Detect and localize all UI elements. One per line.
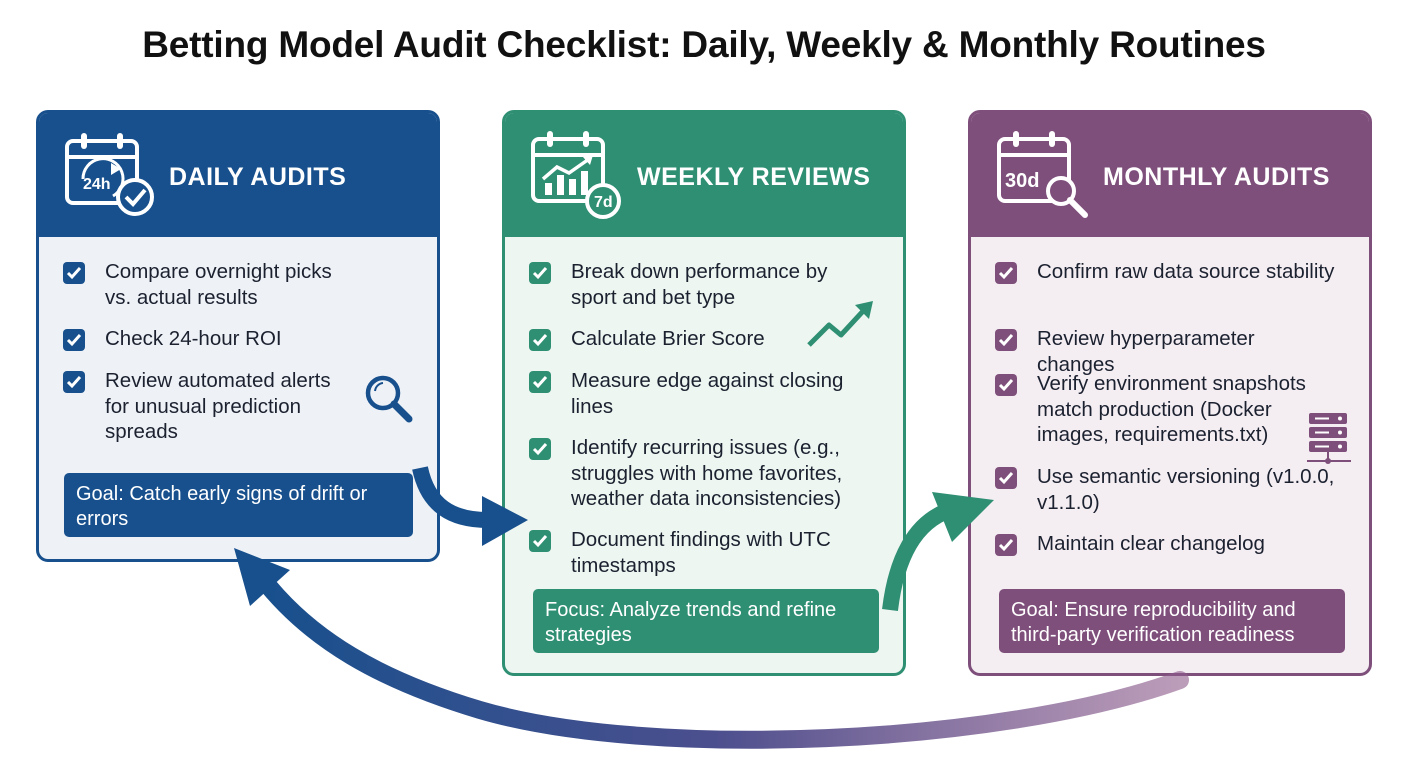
checkbox-checked-icon — [995, 374, 1017, 396]
monthly-checklist-item-text: Review hyperparameter changes — [1037, 327, 1255, 376]
checkbox-checked-icon — [995, 467, 1017, 489]
arrow-head-daily-to-weekly — [482, 496, 528, 546]
checkbox-checked-icon — [995, 329, 1017, 351]
monthly-goal: Goal: Ensure reproducibility and third-p… — [999, 589, 1345, 653]
calendar-30d-magnifier-icon: 30d — [997, 131, 1088, 218]
checkbox-checked-icon — [995, 534, 1017, 556]
monthly-badge: 30d — [1005, 170, 1039, 192]
checkbox-checked-icon — [63, 371, 85, 393]
checkbox-checked-icon — [529, 438, 551, 460]
weekly-reviews-card: 7d WEEKLY REVIEWS Break down performance… — [502, 110, 906, 676]
server-stack-icon — [1307, 413, 1351, 464]
monthly-audits-card: 30d MONTHLY AUDITS Confirm raw data sour… — [968, 110, 1372, 676]
checkbox-checked-icon — [63, 262, 85, 284]
monthly-checklist-item-text: Verify environment snapshots match produ… — [1037, 372, 1306, 446]
magnifier-icon — [365, 375, 413, 423]
daily-goal: Goal: Catch early signs of drift or erro… — [64, 473, 413, 537]
monthly-checklist-item-text: Maintain clear changelog — [1037, 532, 1265, 555]
page-title: Betting Model Audit Checklist: Daily, We… — [142, 24, 1266, 65]
monthly-header: 30d MONTHLY AUDITS — [971, 113, 1369, 237]
daily-badge: 24h — [83, 176, 111, 193]
checkbox-checked-icon — [995, 262, 1017, 284]
weekly-badge: 7d — [594, 194, 613, 211]
monthly-checklist-item-text: Confirm raw data source stability — [1037, 260, 1335, 283]
weekly-checklist-item-text: Break down performance by sport and bet … — [571, 260, 828, 309]
calendar-chart-7d-icon: 7d — [531, 131, 621, 219]
weekly-checklist-item-text: Measure edge against closing lines — [571, 369, 844, 418]
daily-checklist-item-text: Review automated alerts for unusual pred… — [105, 369, 331, 443]
daily-checklist-item-text: Check 24-hour ROI — [105, 327, 282, 350]
checkbox-checked-icon — [63, 329, 85, 351]
arrow-daily-to-weekly — [412, 466, 489, 528]
monthly-header-title: MONTHLY AUDITS — [1103, 163, 1330, 191]
weekly-checklist-item-text: Document findings with UTC timestamps — [571, 528, 831, 577]
arrow-head-weekly-to-monthly — [932, 492, 994, 542]
monthly-checklist-item-text: Use semantic versioning (v1.0.0, v1.1.0) — [1037, 465, 1335, 514]
arrow-head-monthly-to-daily — [234, 548, 290, 606]
weekly-checklist-item-text: Calculate Brier Score — [571, 327, 765, 350]
weekly-checklist-item-text: Identify recurring issues (e.g., struggl… — [571, 436, 843, 510]
daily-audits-card: 24h DAILY AUDITS Compare overnight picks… — [36, 110, 440, 562]
calendar-24h-check-icon: 24h — [65, 133, 154, 216]
trend-up-arrow-icon — [807, 301, 873, 347]
weekly-header-title: WEEKLY REVIEWS — [637, 163, 871, 191]
arrow-weekly-to-monthly — [882, 502, 953, 611]
daily-header: 24h DAILY AUDITS — [39, 113, 437, 237]
daily-header-title: DAILY AUDITS — [169, 163, 347, 191]
checkbox-checked-icon — [529, 329, 551, 351]
checkbox-checked-icon — [529, 262, 551, 284]
checkbox-checked-icon — [529, 371, 551, 393]
weekly-header: 7d WEEKLY REVIEWS — [505, 113, 903, 237]
arrow-monthly-to-daily — [253, 569, 1189, 749]
weekly-focus: Focus: Analyze trends and refine strateg… — [533, 589, 879, 653]
daily-checklist-item-text: Compare overnight picks vs. actual resul… — [105, 260, 332, 309]
checkbox-checked-icon — [529, 530, 551, 552]
